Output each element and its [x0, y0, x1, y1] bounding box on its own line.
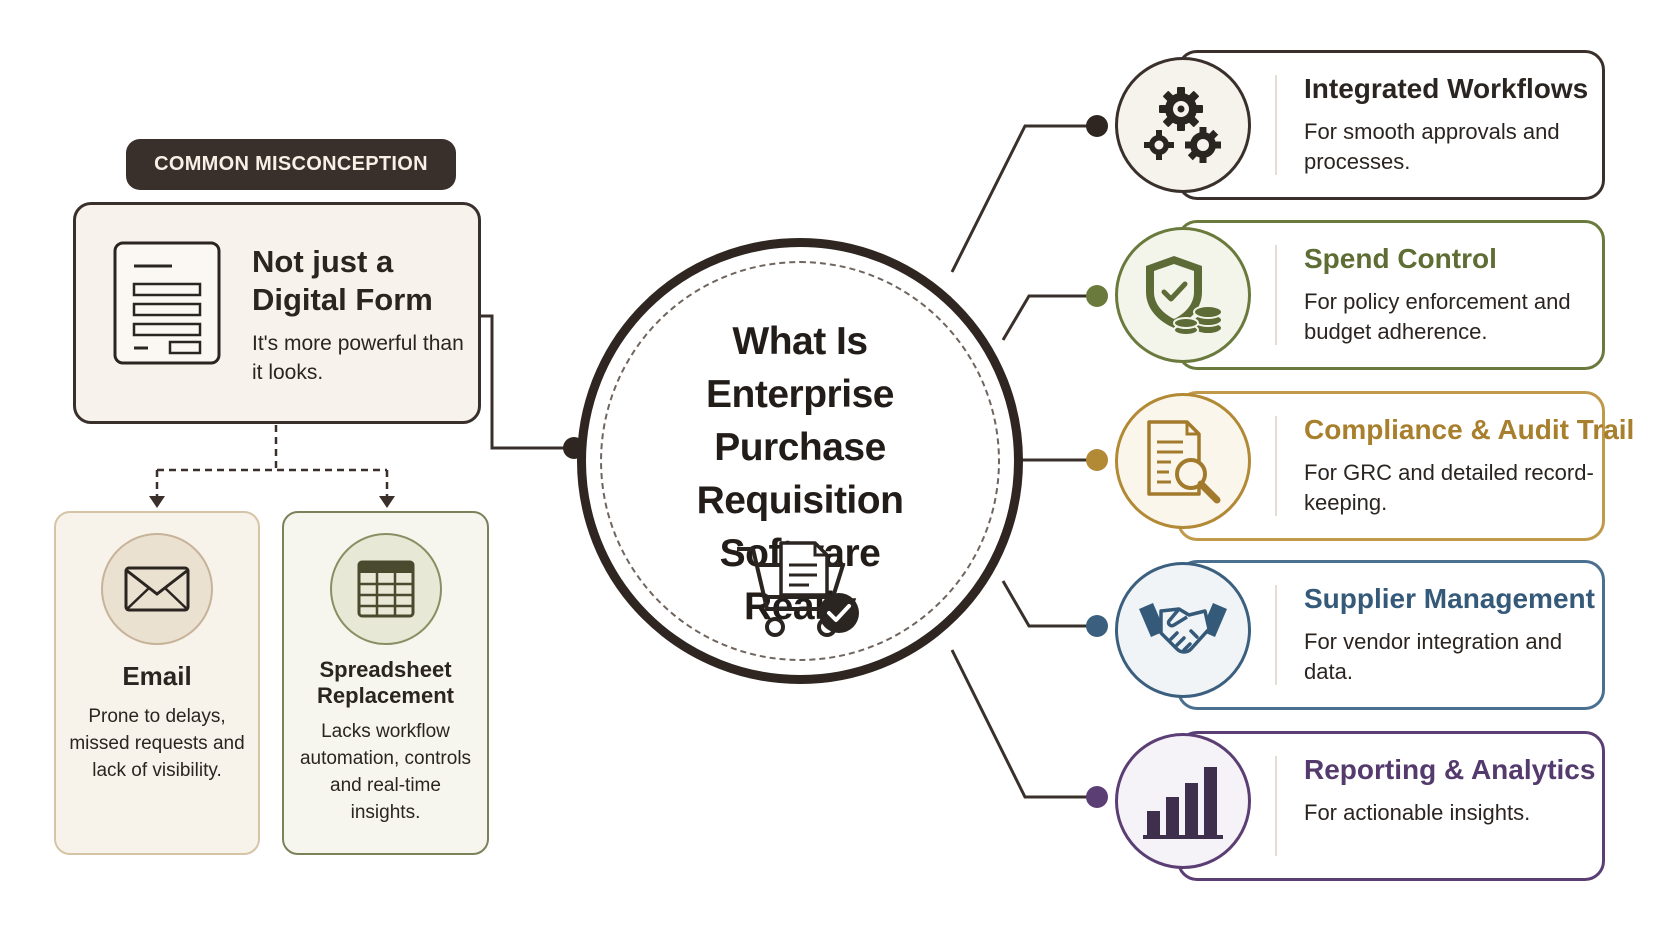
- feature-icon-circle: [1115, 733, 1251, 869]
- hub-title-line: Requisition Software: [696, 479, 904, 575]
- alternative-card-spreadsheet: Spreadsheet Replacement Lacks workflow a…: [282, 511, 489, 855]
- handshake-icon: [1139, 603, 1227, 654]
- connector-node: [1086, 786, 1108, 808]
- shield-coins-icon: [1146, 256, 1223, 336]
- misconception-card: Not just a Digital Form It's more powerf…: [73, 202, 481, 424]
- connector-hub-workflows: [950, 124, 1097, 273]
- feature-icon-circle: [1115, 393, 1251, 529]
- feature-icon-circle: [1115, 227, 1251, 363]
- feature-title: Compliance & Audit Trail: [1304, 414, 1635, 445]
- shopping-cart-document-check-icon: [737, 541, 859, 637]
- feature-description: For GRC and detailed record-keeping.: [1304, 460, 1594, 515]
- feature-description: For policy enforcement and budget adhere…: [1304, 289, 1571, 344]
- feature-icon-circle: [1115, 57, 1251, 193]
- arrow-to-email: [149, 496, 165, 508]
- bar-chart-icon: [1143, 767, 1223, 839]
- hub-title: What Is Enterprise Purchase Requisition …: [616, 315, 984, 633]
- misconception-description: It's more powerful than it looks.: [252, 332, 464, 384]
- feature-description: For actionable insights.: [1304, 800, 1531, 825]
- arrow-to-spreadsheet: [379, 496, 395, 508]
- feature-title: Spend Control: [1304, 243, 1497, 274]
- connector-node: [1086, 615, 1108, 637]
- feature-title: Supplier Management: [1304, 583, 1595, 614]
- alternative-card-email: Email Prone to delays, missed requests a…: [54, 511, 260, 855]
- envelope-icon: [124, 566, 190, 612]
- form-document-icon: [113, 241, 221, 365]
- feature-icon-circle: [1115, 562, 1251, 698]
- alternative-description: Prone to delays, missed requests and lac…: [69, 706, 245, 781]
- alternative-title: Email: [122, 661, 192, 691]
- spreadsheet-icon: [357, 560, 414, 618]
- central-hub: What Is Enterprise Purchase Requisition …: [577, 238, 1023, 684]
- document-magnifier-icon: [1147, 420, 1221, 504]
- connector-hub-reporting: [950, 649, 1097, 799]
- feature-card-spend-control: Spend Control For policy enforcement and…: [1177, 220, 1605, 370]
- hub-title-line: What Is: [732, 320, 868, 363]
- connector-dashed-split: [155, 425, 389, 500]
- connector-misconception-hub: [481, 314, 574, 450]
- feature-title: Integrated Workflows: [1304, 73, 1589, 104]
- connector-node: [1086, 449, 1108, 471]
- connector-node: [1086, 285, 1108, 307]
- feature-title: Reporting & Analytics: [1304, 754, 1596, 785]
- hub-title-line: Enterprise Purchase: [706, 373, 894, 469]
- connector-hub-spend: [1001, 294, 1097, 341]
- feature-description: For vendor integration and data.: [1304, 629, 1563, 684]
- misconception-tag: COMMON MISCONCEPTION: [126, 139, 456, 190]
- connector-node: [1086, 115, 1108, 137]
- gears-icon: [1144, 87, 1221, 163]
- misconception-title: Not just a Digital Form: [252, 244, 433, 317]
- alternative-description: Lacks workflow automation, controls and …: [299, 721, 472, 823]
- alternative-title: Spreadsheet Replacement: [317, 657, 454, 708]
- connector-hub-supplier: [1001, 580, 1097, 628]
- feature-description: For smooth approvals and processes.: [1304, 119, 1560, 174]
